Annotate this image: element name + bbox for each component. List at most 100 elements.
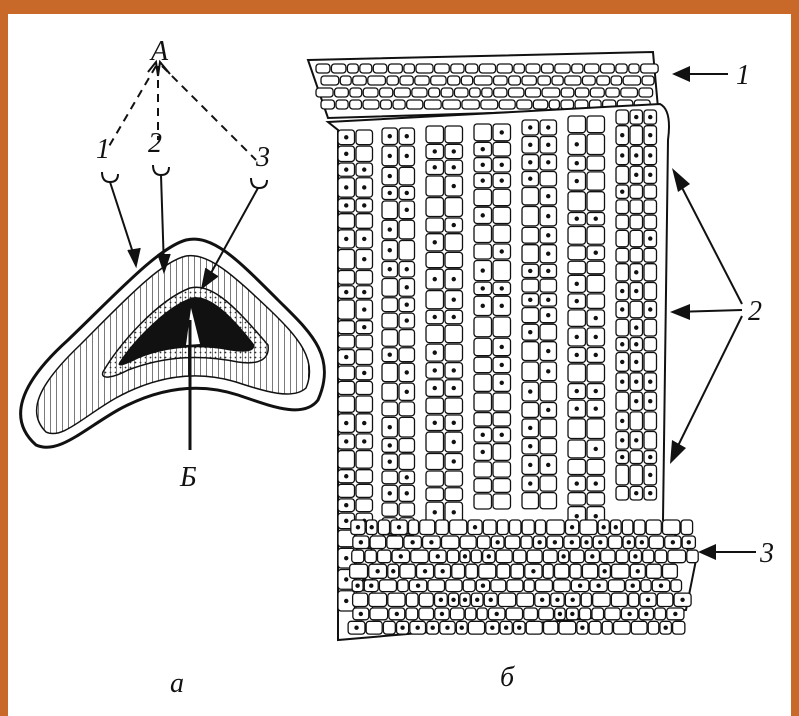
cell: [435, 64, 450, 73]
cell: [445, 252, 463, 267]
cell: [587, 134, 605, 154]
cell-nucleus: [369, 525, 373, 529]
cell-nucleus: [388, 443, 392, 447]
cell: [356, 451, 373, 469]
cell-nucleus: [460, 626, 464, 630]
cell: [426, 325, 444, 342]
cell-nucleus: [356, 525, 360, 529]
cell-nucleus: [452, 184, 456, 188]
cell-nucleus: [405, 208, 409, 212]
cell-nucleus: [362, 421, 366, 425]
cell: [497, 564, 510, 578]
cell: [561, 100, 574, 109]
cell: [600, 64, 614, 73]
cell: [445, 234, 463, 251]
hook-1: [102, 172, 118, 182]
cell-nucleus: [620, 455, 624, 459]
cell-nucleus: [452, 386, 456, 390]
cell-nucleus: [528, 330, 532, 334]
cell: [616, 550, 628, 563]
cell: [399, 348, 415, 362]
pointer-head-b2b: [670, 304, 690, 320]
cell: [382, 471, 398, 484]
cell-nucleus: [362, 203, 366, 207]
cell: [663, 564, 678, 578]
pointer-head-b1: [672, 66, 690, 82]
cell: [616, 200, 629, 214]
cell-nucleus: [354, 626, 358, 630]
cell: [388, 593, 405, 606]
cell: [540, 419, 557, 437]
cell-nucleus: [433, 165, 437, 169]
cell-nucleus: [546, 349, 550, 353]
cell: [441, 88, 453, 97]
cell: [517, 100, 532, 109]
cell: [493, 413, 511, 426]
cell: [321, 76, 339, 85]
cell: [508, 88, 523, 97]
cell: [554, 580, 571, 592]
cell-nucleus: [594, 407, 598, 411]
cell-nucleus: [344, 439, 348, 443]
cell-nucleus: [570, 525, 574, 529]
cell: [336, 100, 348, 109]
cell: [587, 419, 605, 439]
cell: [644, 264, 657, 281]
cell: [356, 470, 373, 483]
cell: [387, 76, 399, 85]
cell-nucleus: [546, 408, 550, 412]
label-3-panel-a: 3: [255, 142, 270, 173]
cell: [363, 100, 379, 109]
cell-nucleus: [452, 277, 456, 281]
cell: [671, 580, 682, 592]
cell: [634, 520, 645, 535]
cell: [408, 520, 418, 535]
cell: [524, 580, 534, 592]
cell-nucleus: [528, 389, 532, 393]
cell: [568, 440, 586, 458]
cell-nucleus: [405, 191, 409, 195]
cell: [431, 76, 446, 85]
cell: [474, 225, 492, 242]
cell: [568, 192, 586, 211]
cell-nucleus: [590, 554, 594, 558]
cell: [644, 185, 657, 198]
cell: [499, 100, 515, 109]
cell-nucleus: [648, 491, 652, 495]
cell: [445, 471, 463, 486]
cell-nucleus: [540, 598, 544, 602]
cell: [356, 335, 373, 348]
cell: [436, 520, 448, 535]
cell: [399, 417, 415, 437]
cell: [568, 261, 586, 274]
cell: [630, 301, 643, 318]
cell: [575, 88, 589, 97]
cell: [424, 100, 441, 109]
cell: [630, 215, 643, 229]
cell: [368, 76, 386, 85]
cell: [644, 282, 657, 299]
cell: [555, 64, 570, 73]
cell: [538, 76, 551, 85]
cell-nucleus: [578, 584, 582, 588]
cell-nucleus: [594, 251, 598, 255]
cell: [399, 454, 415, 470]
cell: [570, 564, 581, 578]
cell: [493, 207, 511, 223]
cell: [522, 362, 539, 381]
cell: [647, 564, 662, 578]
cell: [622, 520, 633, 535]
cell-nucleus: [481, 433, 485, 437]
cell: [616, 264, 629, 281]
cell-nucleus: [531, 569, 535, 573]
cell-nucleus: [451, 598, 455, 602]
cell: [356, 499, 373, 512]
cell-nucleus: [439, 598, 443, 602]
cell: [378, 550, 391, 563]
cell: [370, 608, 388, 620]
cell-nucleus: [528, 444, 532, 448]
cell: [644, 353, 657, 372]
cell-nucleus: [388, 491, 392, 495]
cell-nucleus: [344, 556, 348, 560]
